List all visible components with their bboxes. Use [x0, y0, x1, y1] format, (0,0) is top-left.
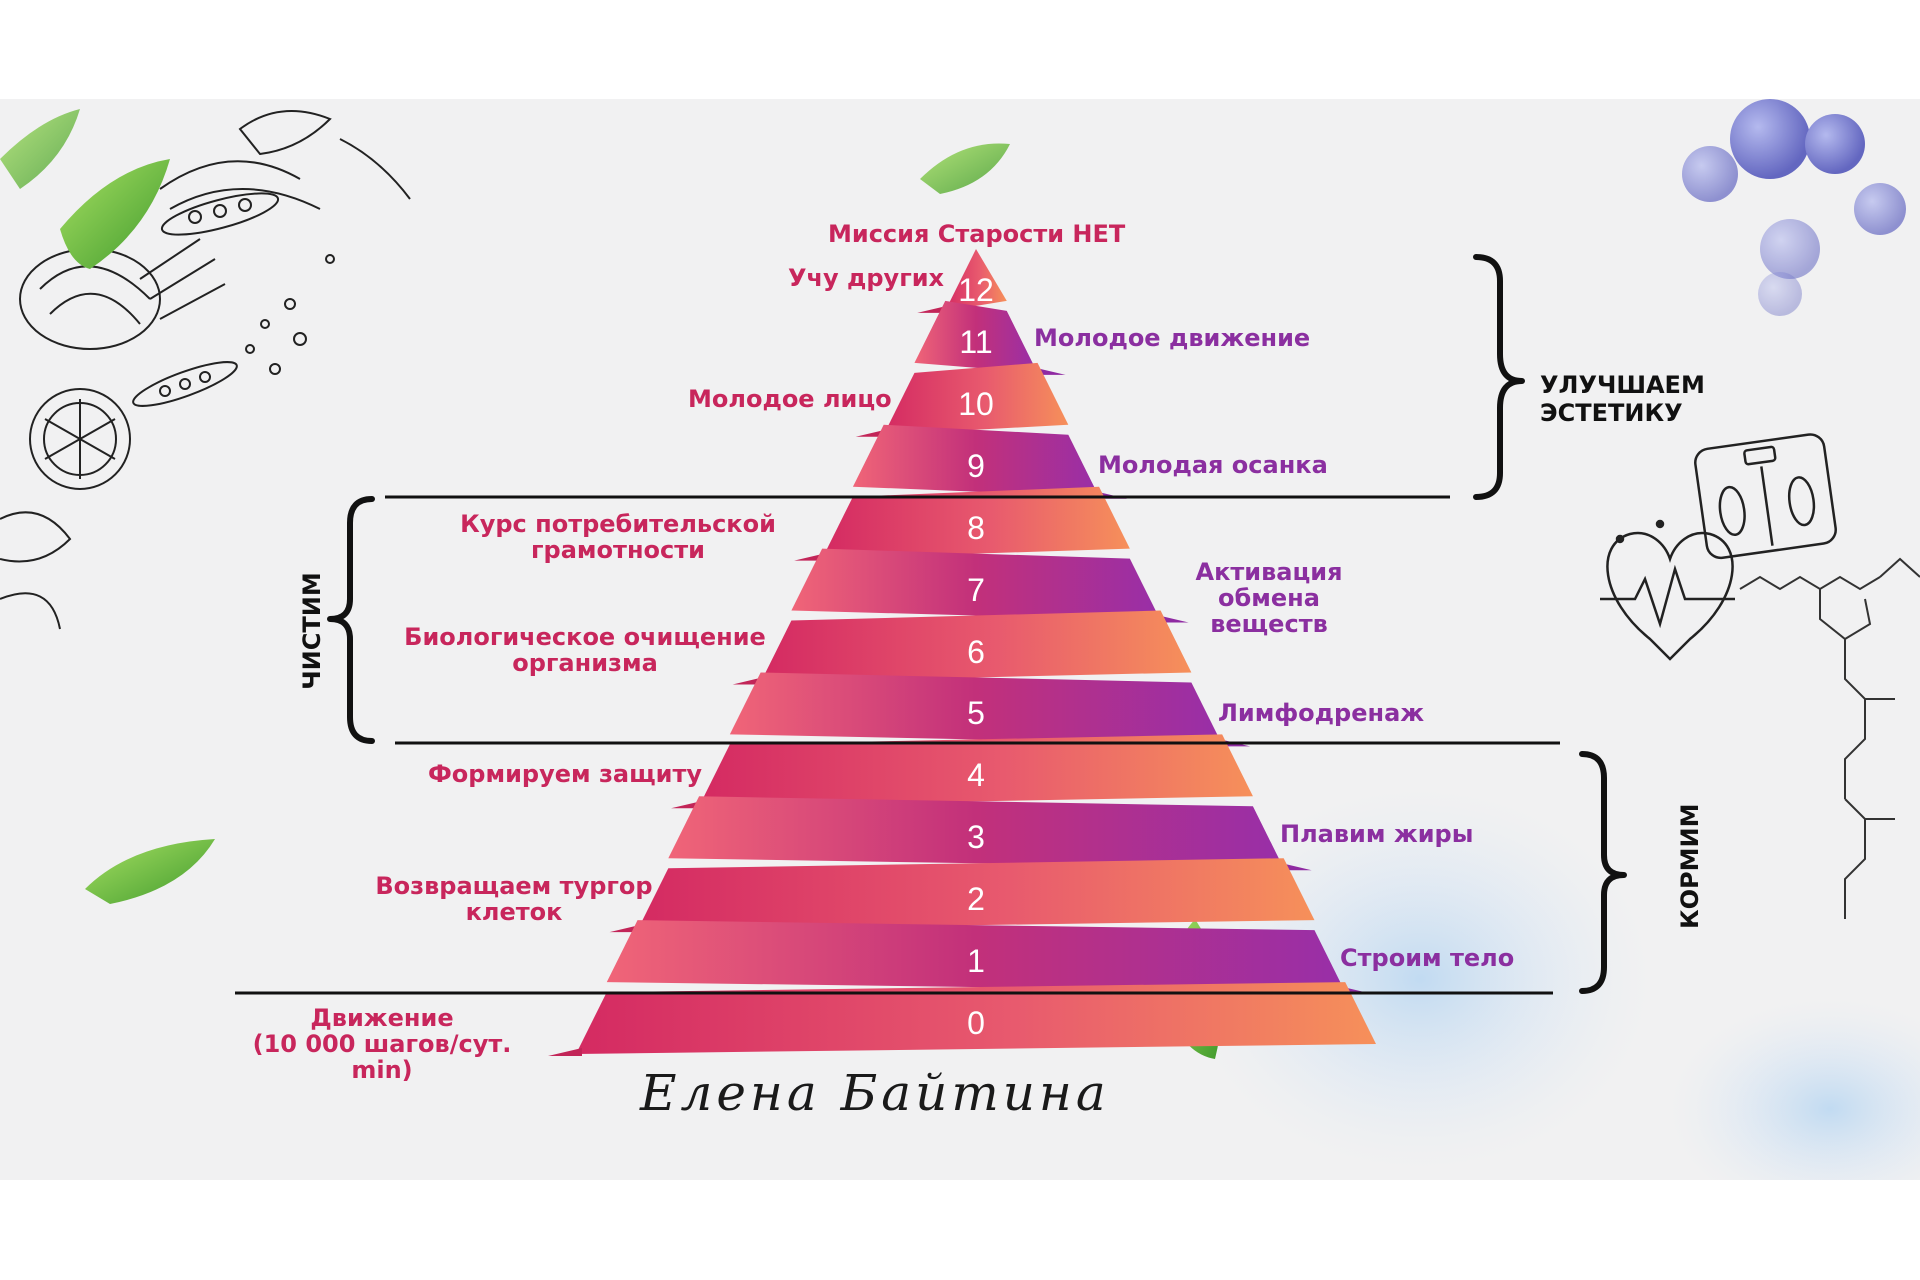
- level-number-8: 8: [967, 509, 985, 546]
- level-3-label: Плавим жиры: [1280, 820, 1474, 848]
- section-feed-label: КОРМИМ: [1676, 803, 1704, 929]
- pyramid-level-5: [729, 672, 1223, 745]
- blue-glow-2: [1670, 999, 1920, 1180]
- pyramid-level-7: [791, 548, 1161, 621]
- level-9-label: Молодая осанка: [1098, 451, 1328, 479]
- pyramid-level-0: [576, 982, 1376, 1054]
- pyramid-level-4: [699, 734, 1253, 807]
- brace-cleanse: [327, 496, 375, 744]
- level-5-label: Лимфодренаж: [1218, 699, 1425, 727]
- pyramid-level-9: [852, 424, 1100, 497]
- section-aesthetics-label: УЛУЧШАЕМ ЭСТЕТИКУ: [1540, 371, 1705, 427]
- vegetables-sketch: [0, 110, 411, 630]
- level-fold-tab: [548, 1048, 582, 1056]
- level-7-label: Активация обмена веществ: [1195, 558, 1343, 638]
- level-2-label: Возвращаем тургор клеток: [375, 872, 653, 926]
- level-number-10: 10: [958, 385, 994, 422]
- peptide-molecule: [1739, 557, 1920, 919]
- pyramid-level-6: [760, 610, 1192, 683]
- level-number-1: 1: [967, 943, 985, 980]
- level-number-6: 6: [967, 633, 985, 670]
- brace-aesthetics: [1473, 254, 1525, 500]
- pyramid-level-2: [637, 858, 1315, 931]
- level-number-11: 11: [959, 323, 993, 360]
- level-12-label: Учу других: [788, 264, 945, 292]
- pyramid-level-8: [822, 486, 1130, 559]
- pyramid-level-10: [883, 362, 1069, 435]
- level-number-2: 2: [967, 881, 985, 918]
- bathroom-scale-icon: [1694, 433, 1837, 560]
- level-number-4: 4: [967, 757, 985, 794]
- level-number-5: 5: [967, 695, 985, 732]
- signature: Елена Байтина: [640, 1064, 1110, 1122]
- blue-glow: [1190, 789, 1650, 1169]
- level-6-label: Биологическое очищение организма: [404, 623, 766, 677]
- blueberries: [1682, 99, 1906, 316]
- level-number-3: 3: [967, 819, 985, 856]
- level-number-9: 9: [967, 447, 985, 484]
- level-number-0: 0: [967, 1005, 985, 1042]
- level-number-12: 12: [958, 271, 994, 308]
- background: [0, 99, 1920, 1180]
- pyramid-level-12: [945, 249, 1007, 311]
- level-4-label: Формируем защиту: [428, 760, 703, 788]
- pyramid-level-11: [914, 300, 1038, 373]
- level-11-label: Молодое движение: [1034, 324, 1311, 352]
- heart-pulse-icon: [1600, 519, 1735, 661]
- level-0-label: Движение (10 000 шагов/сут. min): [252, 1004, 512, 1084]
- section-cleanse-label: ЧИСТИМ: [298, 572, 326, 690]
- level-1-label: Строим тело: [1340, 944, 1515, 972]
- pyramid-title: Миссия Старости НЕТ: [828, 220, 1126, 248]
- pyramid-level-3: [668, 796, 1284, 869]
- level-8-label: Курс потребительской грамотности: [460, 510, 776, 564]
- pyramid: [235, 249, 1627, 1056]
- level-10-label: Молодое лицо: [688, 385, 892, 413]
- brace-feed: [1579, 751, 1627, 994]
- level-number-7: 7: [967, 571, 985, 608]
- pyramid-level-1: [606, 920, 1346, 993]
